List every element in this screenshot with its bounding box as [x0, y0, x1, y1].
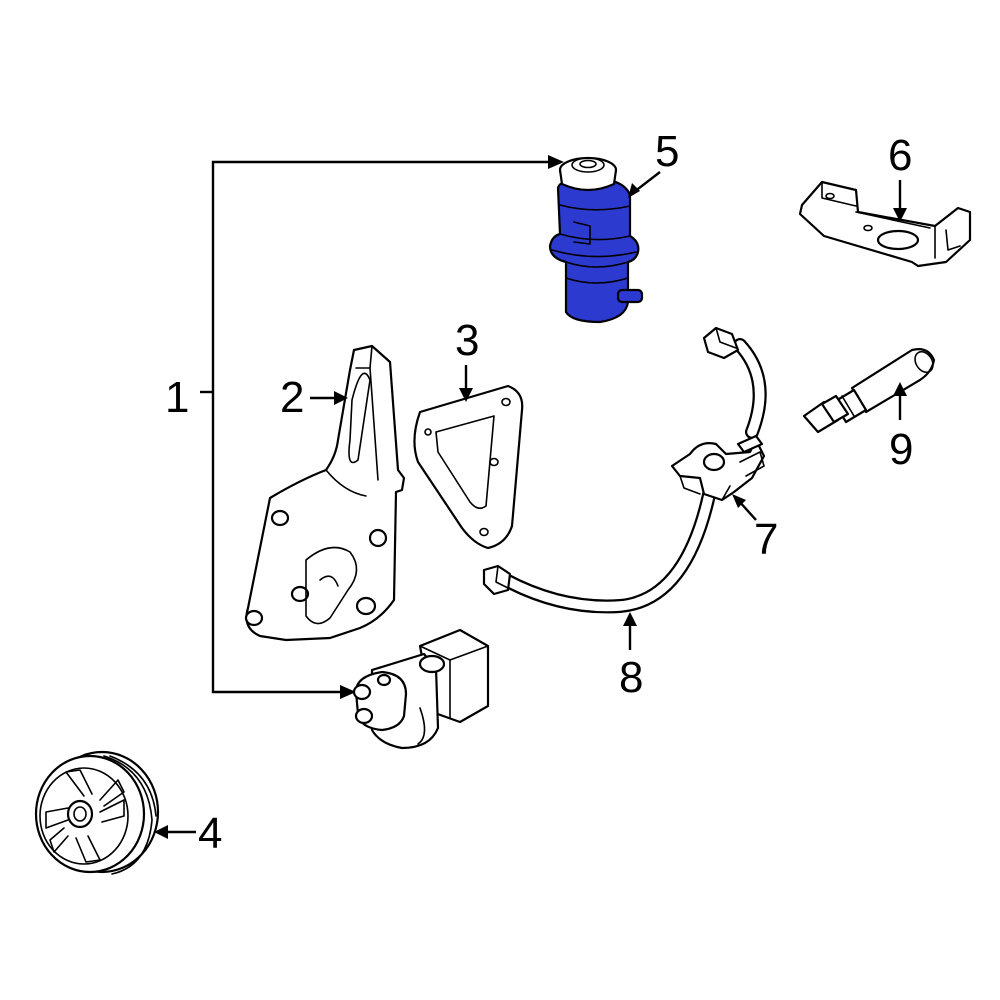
hose-clamp-icon[interactable]	[670, 434, 766, 502]
power-steering-pump-assembly-icon[interactable]	[352, 628, 490, 750]
callout-2-label: 2	[280, 373, 304, 422]
hose-fitting-icon[interactable]	[802, 348, 937, 434]
mounting-bracket-icon[interactable]	[244, 344, 406, 642]
callout-1-leader	[200, 155, 564, 699]
pulley-icon[interactable]	[34, 750, 160, 875]
pressure-hose-icon[interactable]	[482, 326, 767, 614]
callout-5-leader	[633, 171, 661, 193]
callout-5-label: 5	[655, 127, 679, 176]
callout-3-label: 3	[455, 316, 479, 365]
callout-4-label: 4	[198, 809, 222, 858]
callout-8-label: 8	[619, 653, 643, 702]
callout-7-label: 7	[754, 515, 778, 564]
support-plate-icon[interactable]	[413, 384, 524, 550]
callout-9-label: 9	[889, 425, 913, 474]
reservoir-bracket-icon[interactable]	[798, 180, 972, 268]
callout-6-label: 6	[888, 131, 912, 180]
callout-1-label: 1	[165, 373, 189, 422]
reservoir-icon[interactable]	[548, 156, 644, 324]
